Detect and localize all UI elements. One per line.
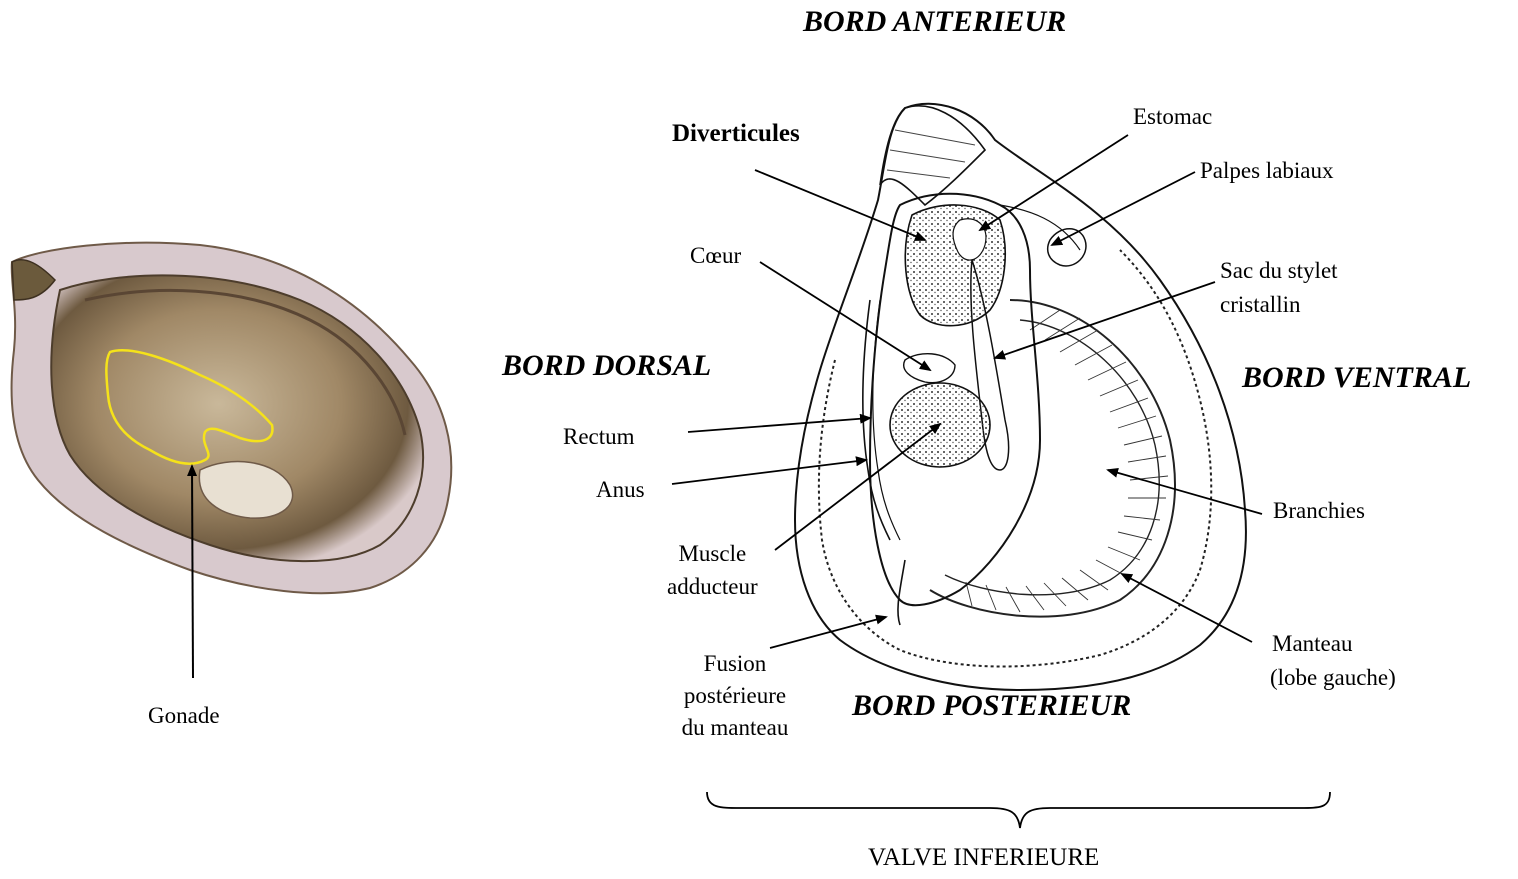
label-diverticules: Diverticules (672, 120, 800, 148)
label-manteau: Manteau (lobe gauche) (1270, 630, 1396, 692)
label-palpes-labiaux: Palpes labiaux (1200, 157, 1334, 185)
label-coeur: Cœur (690, 242, 741, 270)
diagram-fusion (898, 560, 905, 625)
label-muscle-adducteur: Muscle adducteur (667, 540, 758, 601)
gonade-pointer (192, 466, 193, 678)
label-gonade: Gonade (148, 702, 220, 730)
label-sac-line2: cristallin (1220, 291, 1338, 319)
label-fusion-posterieure: Fusion postérieure du manteau (665, 650, 805, 742)
label-estomac: Estomac (1133, 103, 1212, 131)
label-manteau-line2: (lobe gauche) (1270, 664, 1396, 692)
pointer-palpes (1052, 172, 1195, 245)
diagram-gill-striations (966, 310, 1168, 612)
pointer-fusion (770, 617, 886, 648)
oyster-diagram (795, 104, 1246, 690)
label-muscle-line2: adducteur (667, 573, 758, 601)
label-bord-ventral: BORD VENTRAL (1242, 364, 1471, 392)
oyster-photo (12, 243, 452, 678)
label-sac-line1: Sac du stylet (1220, 257, 1338, 285)
label-anus: Anus (596, 476, 645, 504)
valve-brace (707, 792, 1330, 828)
pointer-anus (672, 460, 866, 484)
label-fusion-line2: postérieure (665, 682, 805, 710)
label-sac-du-stylet: Sac du stylet cristallin (1220, 257, 1338, 319)
label-bord-posterieur: BORD POSTERIEUR (852, 692, 1131, 720)
pointer-coeur (760, 262, 930, 370)
label-rectum: Rectum (563, 423, 635, 451)
label-fusion-line3: du manteau (665, 714, 805, 742)
label-fusion-line1: Fusion (665, 650, 805, 678)
pointer-estomac (980, 135, 1128, 230)
label-muscle-line1: Muscle (667, 540, 758, 568)
pointer-rectum (688, 418, 870, 432)
label-bord-dorsal: BORD DORSAL (502, 352, 711, 380)
label-manteau-line1: Manteau (1270, 630, 1396, 658)
label-valve-inferieure: VALVE INFERIEURE (868, 844, 1099, 872)
pointer-manteau (1122, 574, 1252, 642)
label-branchies: Branchies (1273, 497, 1365, 525)
pointer-branchies (1108, 470, 1262, 514)
label-bord-anterieur: BORD ANTERIEUR (803, 8, 1066, 36)
diagram-hinge (880, 106, 985, 205)
pointer-muscle (775, 424, 940, 550)
